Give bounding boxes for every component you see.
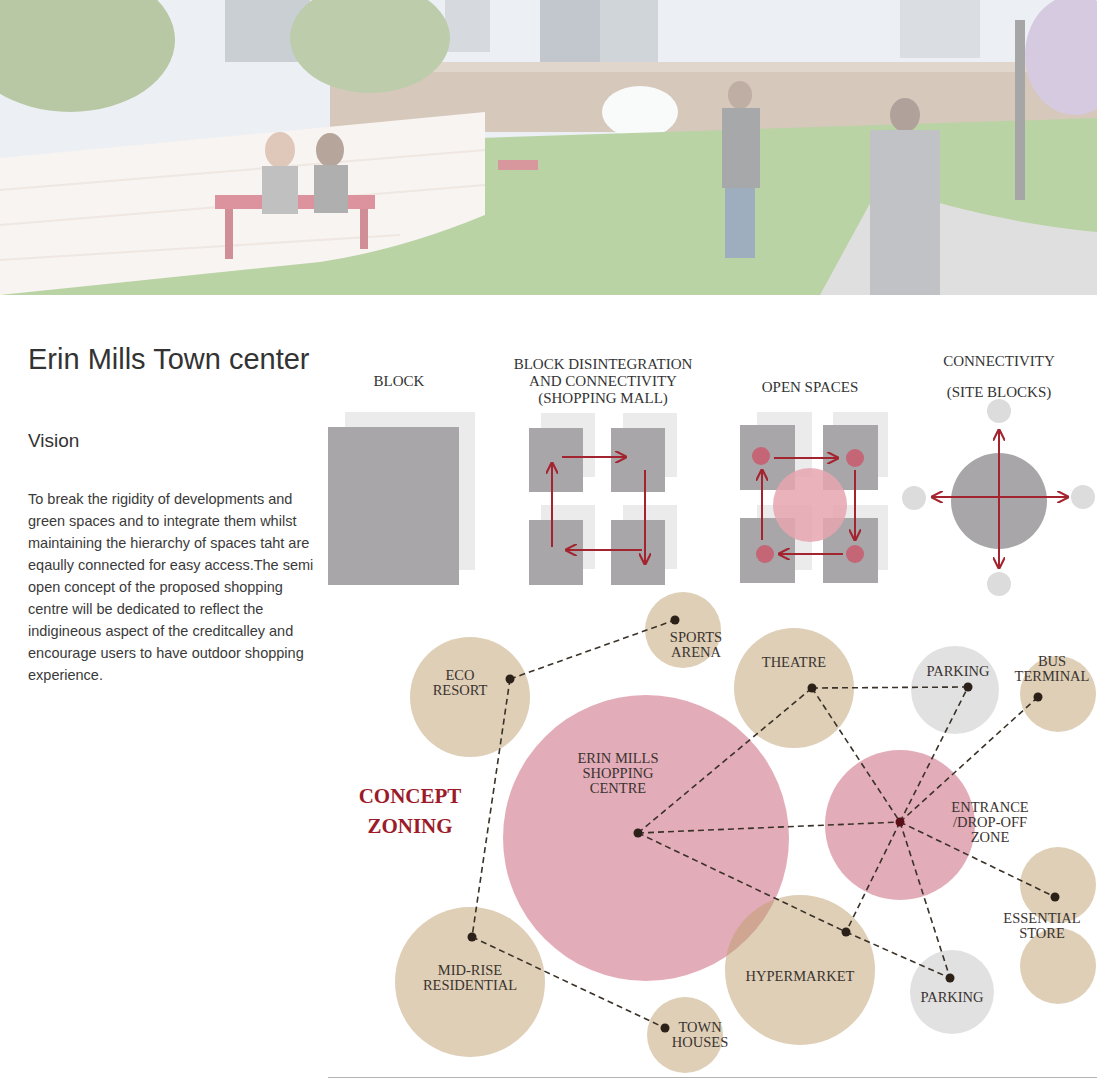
zone-circle: HYPERMARKET [725,895,875,1045]
zone-label: ECO RESORT [425,668,495,698]
circle-fill [825,750,975,900]
circle-fill [910,950,994,1034]
dashed-link [638,822,900,833]
node-dot [634,829,643,838]
dashed-link [510,620,675,679]
circle-shape [734,628,854,748]
zone-circle: SPORTS ARENA [645,592,721,668]
zone-label: BUS TERMINAL [1012,654,1092,684]
label-wrap: OPEN SPACES [740,379,880,396]
zone-label: ENTRANCE /DROP-OFF ZONE [938,800,1042,845]
zone-label: MID-RISE RESIDENTIAL [405,963,535,993]
page-title: Erin Mills Town center [28,341,328,377]
sketch-caption: CONNECTIVITY (SITE BLOCKS) [929,346,1069,408]
sketch-caption: BLOCK DISINTEGRATION AND CONNECTIVITY (S… [503,356,703,407]
circle-shape [911,646,999,734]
label-wrap: CONNECTIVITY (SITE BLOCKS) [929,346,1069,408]
node-dot [506,675,515,684]
sketch-caption: BLOCK [339,373,459,390]
dashed-link [472,937,665,1028]
zone-circle: PARKING [910,950,994,1034]
zone-circle: ECO RESORT [410,637,530,757]
zone-circle: TOWN HOUSES [647,997,723,1073]
dashed-link [812,687,968,688]
node-dot [1034,693,1043,702]
circle-fill [725,895,875,1045]
dashed-link [812,688,900,822]
zone-label: PARKING [916,664,1000,679]
zone-label: THEATRE [744,655,844,670]
node-dot [842,928,851,937]
circle-shape [825,750,975,900]
circle-fill [911,646,999,734]
vision-text: To break the rigidity of developments an… [28,488,318,686]
section-heading: Vision [28,429,308,453]
label-wrap: BLOCK DISINTEGRATION AND CONNECTIVITY (S… [503,356,703,407]
node-dot [1051,893,1060,902]
zone-label: ERIN MILLS SHOPPING CENTRE [556,751,681,796]
label-wrap: CONCEPT ZONING [350,781,470,841]
circle-fill [410,637,530,757]
circle-fill [734,628,854,748]
zone-circle: PARKING [911,646,999,734]
zone-label: TOWN HOUSES [660,1020,740,1050]
zone-label: PARKING [910,990,994,1005]
dashed-link [638,833,846,932]
node-dot [946,974,955,983]
node-dot [808,684,817,693]
zone-label: HYPERMARKET [730,969,870,984]
title-wrap: Erin Mills Town center [28,341,328,377]
node-dot [671,616,680,625]
zone-circle: BUS TERMINAL [1020,656,1096,732]
zone-circle: ENTRANCE /DROP-OFF ZONE [825,750,975,900]
node-dot [661,1024,670,1033]
zone-circle: THEATRE [734,628,854,748]
dashed-link [472,679,510,937]
zoning-heading: CONCEPT ZONING [350,781,470,841]
dashed-link [900,822,950,978]
dashed-link [900,697,1038,822]
node-dot [964,683,973,692]
dashed-link [846,932,950,978]
zone-circle: ESSENTIAL STORE [1020,847,1096,923]
zone-label: SPORTS ARENA [656,630,736,660]
dashed-link [900,822,1055,897]
zone-label: ESSENTIAL STORE [994,911,1090,941]
label-wrap: BLOCK [339,373,459,390]
label-wrap: To break the rigidity of developments an… [28,488,318,686]
node-dot [468,933,477,942]
zone-circle: MID-RISE RESIDENTIAL [395,907,545,1057]
label-wrap: Vision [28,429,308,453]
dashed-link [846,822,900,932]
sketch-caption: OPEN SPACES [740,379,880,396]
node-dot [896,818,905,827]
dashed-link [900,687,968,822]
dashed-link [638,688,812,833]
circle-fill [395,907,545,1057]
plaza-illustration [0,0,1097,295]
